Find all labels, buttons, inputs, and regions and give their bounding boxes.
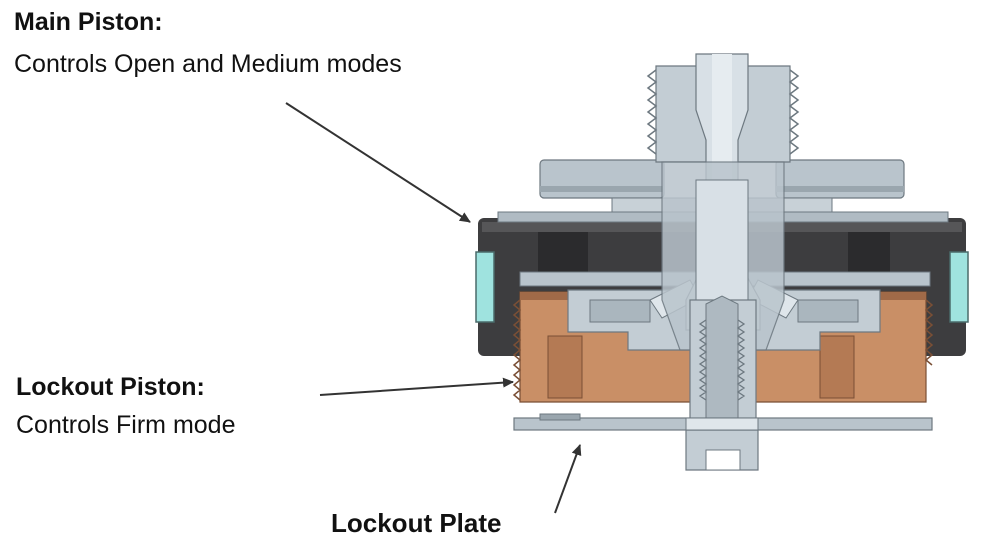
lockout-piston-title: Lockout Piston: xyxy=(16,373,205,401)
lockout-plate-arrow xyxy=(554,444,582,514)
main-piston-arrow xyxy=(285,102,471,223)
right-window xyxy=(949,251,969,323)
main-piston-description: Controls Open and Medium modes xyxy=(14,50,402,78)
left-window xyxy=(475,251,495,323)
lockout-piston-description: Controls Firm mode xyxy=(16,411,236,439)
lockout-plate-part xyxy=(513,413,933,431)
main-piston-title: Main Piston: xyxy=(14,8,163,36)
lockout-piston-arrow xyxy=(319,377,514,396)
lockout-plate-title: Lockout Plate xyxy=(331,508,502,538)
center-shaft xyxy=(646,53,800,471)
